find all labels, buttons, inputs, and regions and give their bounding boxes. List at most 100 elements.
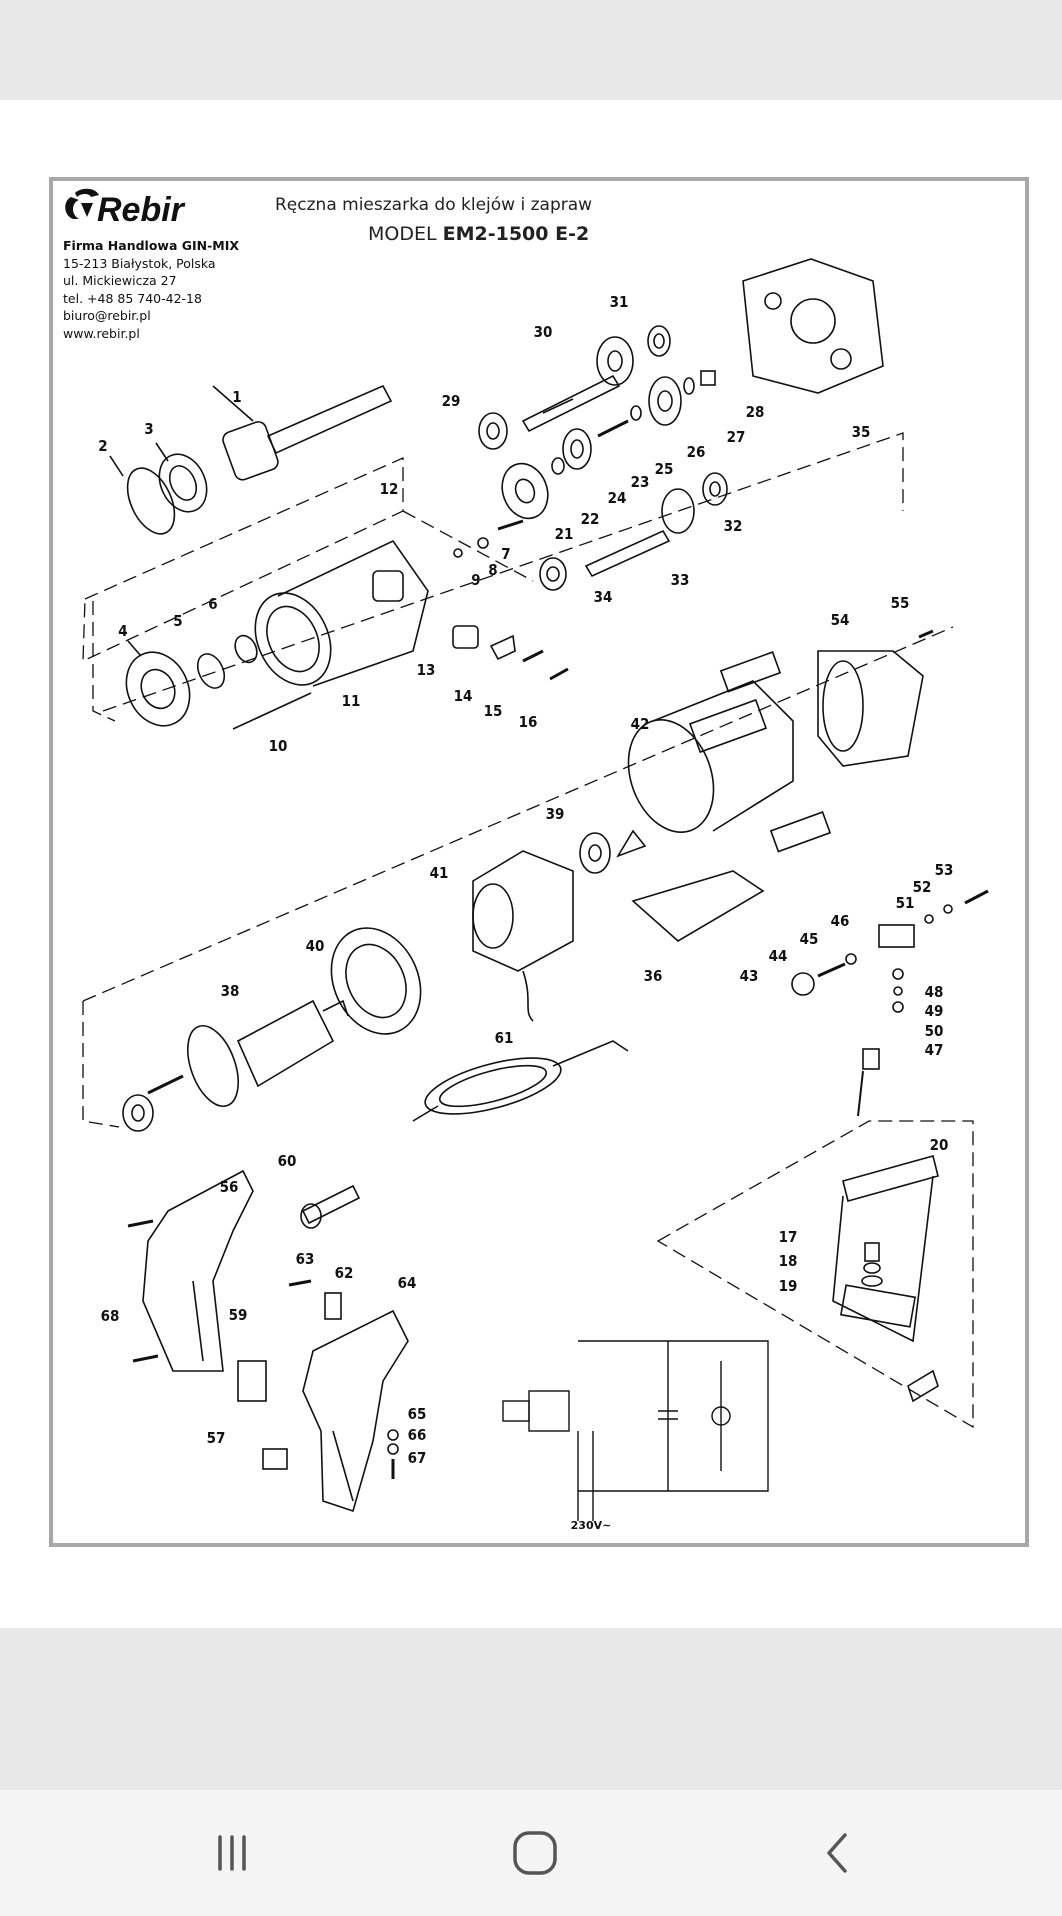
part-number-44: 44 — [769, 947, 788, 965]
parts-diagram-sheet: Rebir Firma Handlowa GIN-MIX 15-213 Biał… — [49, 177, 1029, 1547]
part-39-bearing — [579, 832, 611, 874]
part-2-circlip — [126, 467, 176, 535]
part-number-15: 15 — [484, 702, 503, 720]
part-number-3: 3 — [144, 420, 153, 438]
part-number-54: 54 — [831, 611, 850, 629]
wiring-schematic — [502, 1340, 769, 1521]
part-9-washer — [453, 548, 463, 558]
part-49-washer — [893, 986, 903, 996]
part-45-nut — [845, 953, 857, 965]
part-16-screw — [549, 667, 569, 681]
part-17-bolt — [864, 1242, 880, 1262]
part-12-gear-housing — [254, 539, 429, 687]
part-number-6: 6 — [208, 595, 217, 613]
dashed-outline-motor — [82, 626, 954, 1002]
part-number-59: 59 — [229, 1306, 248, 1324]
part-33-shaft — [584, 488, 695, 578]
part-28-bush — [700, 370, 716, 386]
home-button[interactable] — [500, 1820, 570, 1886]
part-68-screw-bottom — [132, 1354, 159, 1363]
part-64-handle-half — [302, 1309, 409, 1513]
part-38-armature — [147, 999, 349, 1107]
back-icon — [827, 1833, 847, 1873]
part-number-23: 23 — [631, 473, 650, 491]
part-number-20: 20 — [930, 1136, 949, 1154]
recents-button[interactable] — [197, 1820, 267, 1886]
part-53-screw — [964, 889, 989, 905]
part-36-cover — [631, 870, 765, 942]
part-number-60: 60 — [278, 1152, 297, 1170]
exploded-view-drawing: 1 2 3 4 5 6 7 8 9 10 11 12 13 14 15 16 1… — [82, 258, 989, 1532]
part-number-56: 56 — [220, 1178, 239, 1196]
email: biuro@rebir.pl — [63, 308, 151, 323]
part-number-11: 11 — [342, 692, 361, 710]
status-bar-area — [0, 0, 1062, 100]
dashed-outline-left — [92, 601, 116, 722]
part-3-washer — [158, 453, 208, 513]
part-47-brush — [862, 1048, 880, 1070]
part-8-washer — [477, 537, 489, 549]
part-63-screw — [288, 1279, 312, 1287]
part-number-47: 47 — [925, 1041, 944, 1059]
part-number-35: 35 — [852, 423, 871, 441]
part-47-brush-lead — [857, 1070, 864, 1117]
part-number-13: 13 — [417, 661, 436, 679]
company-name: Firma Handlowa GIN-MIX — [63, 238, 240, 253]
part-40-baffle — [330, 927, 422, 1035]
part-number-45: 45 — [800, 930, 819, 948]
part-number-29: 29 — [442, 392, 461, 410]
part-34-bearing — [539, 557, 567, 591]
back-button[interactable] — [802, 1820, 872, 1886]
part-number-64: 64 — [398, 1274, 417, 1292]
part-41-stator — [472, 850, 574, 1022]
part-number-32: 32 — [724, 517, 743, 535]
part-29-bearing — [478, 412, 508, 450]
part-number-1: 1 — [232, 388, 241, 406]
part-19-washer — [861, 1275, 883, 1287]
part-43-knob — [791, 972, 815, 996]
part-number-18: 18 — [779, 1252, 798, 1270]
part-number-4: 4 — [118, 622, 127, 640]
part-7-screw — [497, 519, 524, 531]
part-61-power-cable — [412, 1040, 629, 1122]
part-26-gear — [648, 376, 682, 426]
part-number-2: 2 — [98, 437, 107, 455]
part-57-capacitor — [262, 1448, 288, 1470]
part-5-ring — [196, 653, 226, 689]
part-48-washer — [892, 968, 904, 980]
rebir-logo: Rebir — [65, 188, 186, 229]
part-44-screw — [817, 962, 846, 978]
part-number-10: 10 — [269, 737, 288, 755]
part-59-switch — [237, 1360, 267, 1402]
part-number-65: 65 — [408, 1405, 427, 1423]
part-32-bearing — [702, 472, 728, 506]
part-number-63: 63 — [296, 1250, 315, 1268]
part-number-25: 25 — [655, 460, 674, 478]
part-number-51: 51 — [896, 894, 915, 912]
hose-fitting — [907, 1369, 939, 1403]
part-number-33: 33 — [671, 571, 690, 589]
part-number-42: 42 — [631, 715, 650, 733]
part-number-49: 49 — [925, 1002, 944, 1020]
part-number-9: 9 — [471, 571, 480, 589]
part-42-motor-housing — [627, 680, 794, 833]
part-50-screw — [892, 1001, 904, 1013]
part-number-36: 36 — [644, 967, 663, 985]
part-6-ring — [234, 634, 258, 664]
part-number-24: 24 — [608, 489, 627, 507]
part-10-bolt — [232, 692, 312, 730]
part-14-bit — [489, 634, 516, 661]
part-number-27: 27 — [727, 428, 746, 446]
part-number-62: 62 — [335, 1264, 354, 1282]
part-number-39: 39 — [546, 805, 565, 823]
part-number-57: 57 — [207, 1429, 226, 1447]
part-number-5: 5 — [173, 612, 182, 630]
part-number-30: 30 — [534, 323, 553, 341]
model-line: MODEL EM2-1500 E-2 — [368, 223, 589, 245]
model-code: EM2-1500 E-2 — [442, 223, 590, 245]
part-60-cable-sleeve — [301, 1184, 361, 1225]
part-38-bearing — [122, 1094, 154, 1132]
part-number-46: 46 — [831, 912, 850, 930]
part-13-bit — [452, 625, 479, 649]
website: www.rebir.pl — [63, 325, 140, 341]
